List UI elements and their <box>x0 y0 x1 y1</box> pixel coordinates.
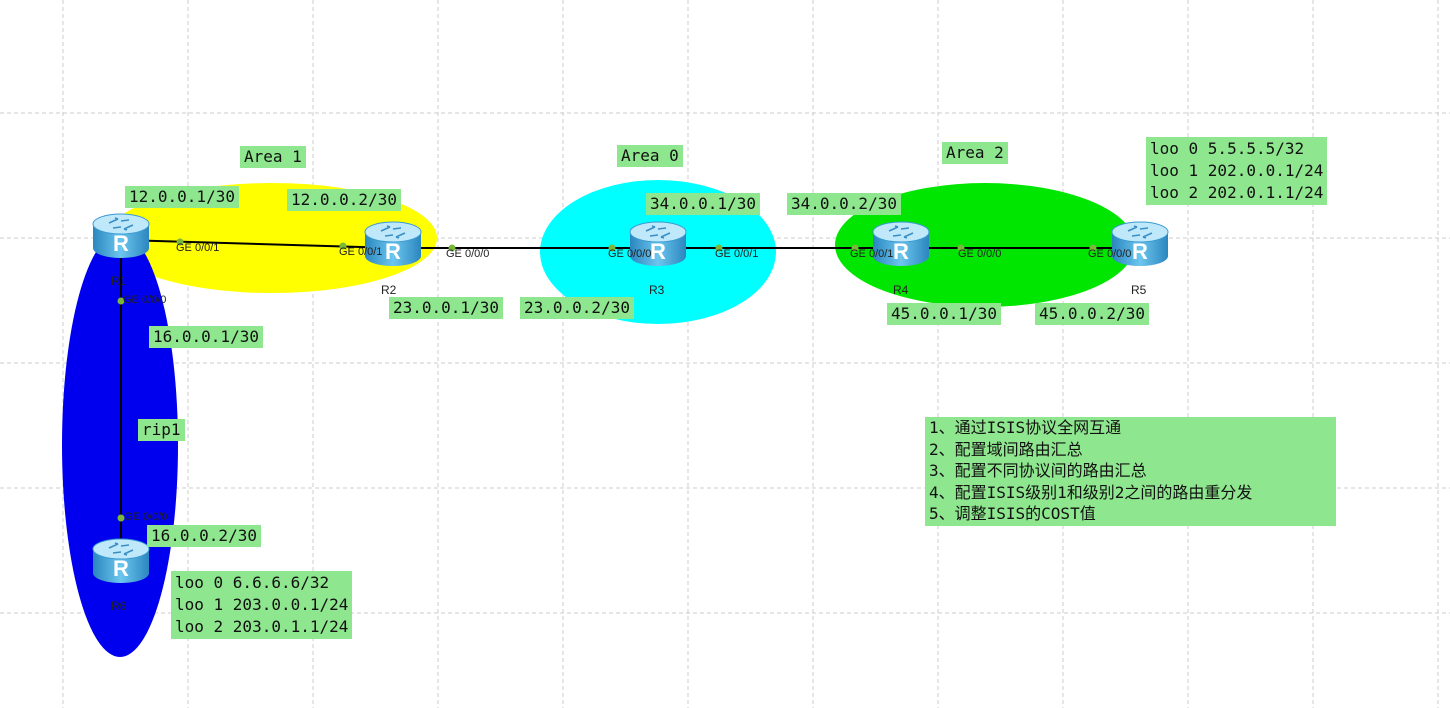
router-r2-icon <box>364 221 422 267</box>
loopback-line: loo 0 6.6.6.6/32 <box>175 573 330 592</box>
port-label-r3-g001: GE 0/0/1 <box>715 248 759 260</box>
ip-label: 23.0.0.1/30 <box>389 297 503 319</box>
requirement-item: 4、配置ISIS级别1和级别2之间的路由重分发 <box>929 482 1253 502</box>
port-dot <box>117 514 125 522</box>
area2-region <box>835 183 1135 307</box>
ip-label: 16.0.0.1/30 <box>149 326 263 348</box>
port-label-r4-g001: GE 0/0/1 <box>850 248 894 260</box>
port-dot <box>1089 244 1097 252</box>
loopback-line: loo 2 202.0.1.1/24 <box>1150 183 1324 202</box>
loopback-line: loo 1 203.0.0.1/24 <box>175 595 349 614</box>
port-dot <box>715 244 723 252</box>
router-r6-icon <box>92 538 150 584</box>
r6-loopbacks: loo 0 6.6.6.6/32 loo 1 203.0.0.1/24 loo … <box>171 571 353 639</box>
loopback-line: loo 0 5.5.5.5/32 <box>1150 139 1305 158</box>
port-label-r2-g001: GE 0/0/1 <box>339 246 383 258</box>
ip-label: 12.0.0.1/30 <box>125 186 239 208</box>
port-label-r4-g000: GE 0/0/0 <box>958 248 1002 260</box>
port-label-r1-g001: GE 0/0/1 <box>176 242 220 254</box>
ip-label: 16.0.0.2/30 <box>147 525 261 547</box>
ip-label: 34.0.0.1/30 <box>646 193 760 215</box>
requirement-item: 3、配置不同协议间的路由汇总 <box>929 461 1147 480</box>
router-r5-name: R5 <box>1131 283 1147 297</box>
router-r3-name: R3 <box>649 283 665 297</box>
port-dot <box>608 244 616 252</box>
router-r1-icon <box>92 213 150 259</box>
router-r6-name: R6 <box>111 599 127 613</box>
ip-label: 45.0.0.1/30 <box>887 303 1001 325</box>
area1-label: Area 1 <box>240 146 306 168</box>
r5-loopbacks: loo 0 5.5.5.5/32 loo 1 202.0.0.1/24 loo … <box>1146 137 1328 205</box>
loopback-line: loo 2 203.0.1.1/24 <box>175 617 349 636</box>
port-label-r6-g000: GE 0/0/0 <box>124 511 168 523</box>
port-label-r5-g000: GE 0/0/0 <box>1088 248 1132 260</box>
link-r1-r2 <box>120 239 397 249</box>
ip-label: 23.0.0.2/30 <box>520 297 634 319</box>
router-r4-name: R4 <box>893 283 909 297</box>
port-label-r1-g000: GE 0/0/0 <box>123 294 167 306</box>
requirements-box: 1、通过ISIS协议全网互通 2、配置域间路由汇总 3、配置不同协议间的路由汇总… <box>925 417 1336 526</box>
requirement-item: 2、配置域间路由汇总 <box>929 439 1083 459</box>
ip-label: 45.0.0.2/30 <box>1035 303 1149 325</box>
requirement-item: 1、通过ISIS协议全网互通 <box>929 418 1122 437</box>
router-r2-name: R2 <box>381 283 397 297</box>
port-dot <box>851 244 859 252</box>
port-label-r3-g000: GE 0/0/0 <box>608 248 652 260</box>
router-r1-name: R1 <box>111 274 127 288</box>
port-dot <box>117 297 125 305</box>
ip-label: 12.0.0.2/30 <box>287 189 401 211</box>
port-label-r2-g000: GE 0/0/0 <box>446 248 490 260</box>
area0-label: Area 0 <box>617 145 683 167</box>
requirement-item: 5、调整ISIS的COST值 <box>929 504 1096 523</box>
port-dot <box>176 238 184 246</box>
rip-label: rip1 <box>138 419 185 441</box>
port-dot <box>448 244 456 252</box>
ip-label: 34.0.0.2/30 <box>787 193 901 215</box>
port-dot <box>339 242 347 250</box>
area2-label: Area 2 <box>942 142 1008 164</box>
loopback-line: loo 1 202.0.0.1/24 <box>1150 161 1324 180</box>
port-dot <box>957 244 965 252</box>
